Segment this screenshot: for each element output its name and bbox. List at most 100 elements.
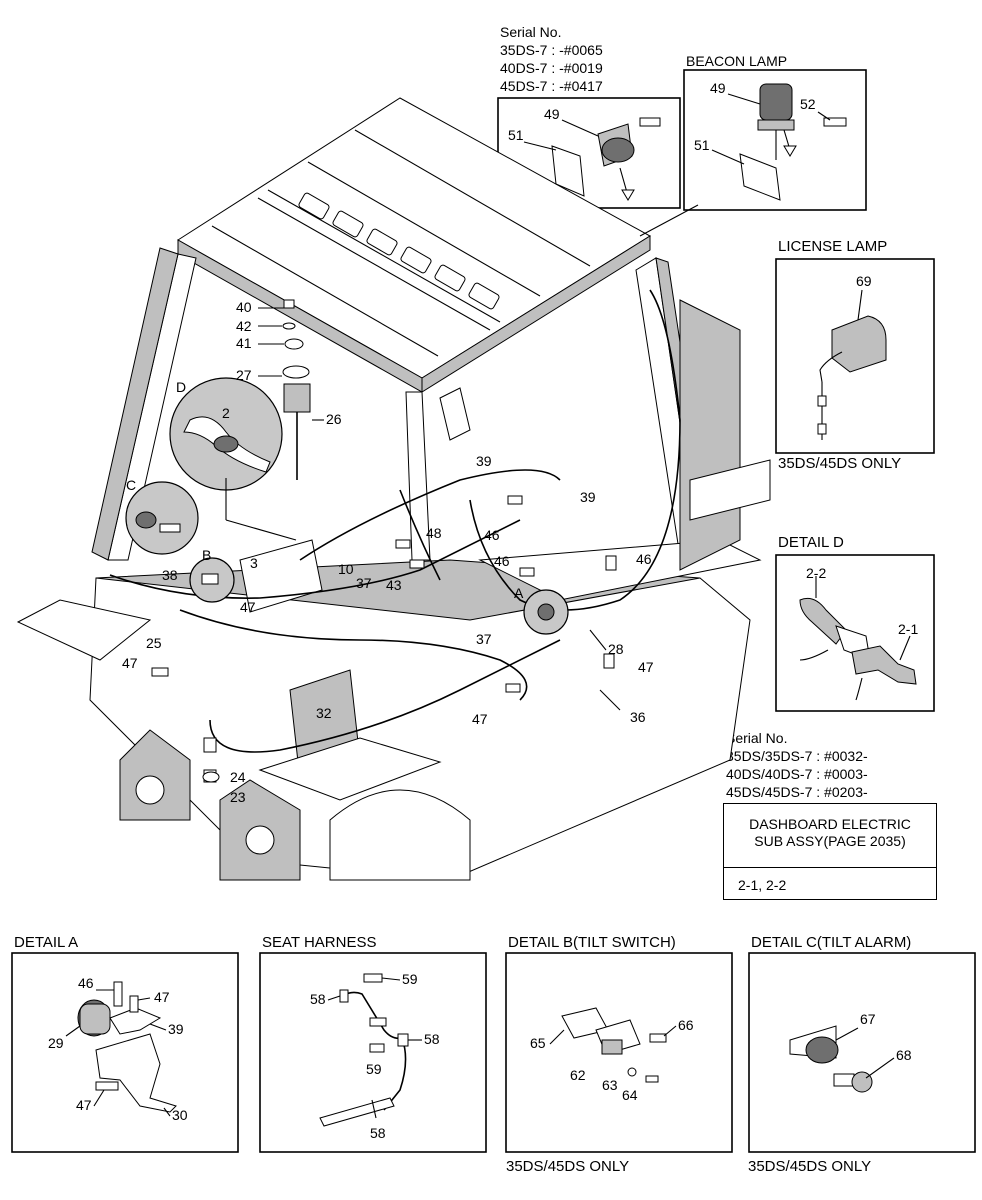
callout-3: 3 (250, 555, 258, 571)
detail-b-note: 35DS/45DS ONLY (506, 1158, 630, 1175)
detail-circle-d (169, 377, 283, 491)
serial-mid-title: Serial No. (726, 730, 788, 746)
license-callout-69: 69 (856, 273, 872, 289)
detail-b-callout-labels: 65 66 62 63 64 (530, 1017, 694, 1103)
detail-b-title: DETAIL B(TILT SWITCH) (508, 934, 676, 951)
callout-46-a: 46 (484, 527, 500, 543)
callout-D: D (176, 379, 186, 395)
serial-callout-labels: 49 51 (508, 106, 560, 143)
inset-leaders (93, 93, 895, 1117)
detail-a-callout-30: 30 (172, 1107, 188, 1123)
detail-d-callout-labels: 2-2 2-1 (806, 565, 918, 637)
detail-circle-a (523, 589, 569, 635)
detail-d-callout-2-2: 2-2 (806, 565, 826, 581)
detail-a-callout-46: 46 (78, 975, 94, 991)
seat-harness-title: SEAT HARNESS (262, 934, 377, 951)
fasteners (151, 495, 617, 783)
main-callout-labels: 40 42 41 27 26 2 D C B A 3 38 10 37 37 4… (122, 299, 654, 805)
detail-d-callout-2-1: 2-1 (898, 621, 918, 637)
callout-10: 10 (338, 561, 354, 577)
dashboard-sub-assy-title: DASHBOARD ELECTRIC SUB ASSY(PAGE 2035) (724, 816, 936, 850)
callout-39-b: 39 (580, 489, 596, 505)
serial-callout-49: 49 (544, 106, 560, 122)
beacon-inset-drawing (739, 83, 847, 201)
license-inset-frame (775, 258, 935, 454)
beacon-lamp-title: BEACON LAMP (686, 53, 788, 69)
callout-43: 43 (386, 577, 402, 593)
detail-a-title: DETAIL A (14, 934, 79, 951)
beacon-callout-52: 52 (800, 96, 816, 112)
callout-2: 2 (222, 405, 230, 421)
serial-mid-line-1: 35DS/35DS-7 : #0032- (726, 748, 868, 764)
callout-36: 36 (630, 709, 646, 725)
callout-32: 32 (316, 705, 332, 721)
seat-callout-58-a: 58 (310, 991, 326, 1007)
dashboard-title-line-1: DASHBOARD ELECTRIC (749, 816, 911, 832)
callout-27: 27 (236, 367, 252, 383)
beacon-callout-51: 51 (694, 137, 710, 153)
detail-b-frame (505, 952, 733, 1153)
dashboard-divider (724, 867, 936, 868)
serial-top-line-2: 40DS-7 : -#0019 (500, 60, 603, 76)
detail-c-callout-labels: 67 68 (860, 1011, 912, 1063)
detail-b-callout-64: 64 (622, 1087, 638, 1103)
detail-c-drawing (789, 1025, 873, 1093)
main-leaders (225, 204, 699, 711)
dashboard-sub-assy-box: DASHBOARD ELECTRIC SUB ASSY(PAGE 2035) 2… (723, 803, 937, 900)
callout-23: 23 (230, 789, 246, 805)
detail-b-callout-62: 62 (570, 1067, 586, 1083)
callout-48: 48 (426, 525, 442, 541)
callout-26: 26 (326, 411, 342, 427)
seat-callout-59-b: 59 (366, 1061, 382, 1077)
detail-circle-c (125, 481, 199, 555)
detail-a-callout-47-a: 47 (154, 989, 170, 1005)
callout-39-a: 39 (476, 453, 492, 469)
serial-top-line-3: 45DS-7 : -#0417 (500, 78, 603, 94)
callout-28: 28 (608, 641, 624, 657)
serial-mid-line-2: 40DS/40DS-7 : #0003- (726, 766, 868, 782)
serial-mid-line-3: 45DS/45DS-7 : #0203- (726, 784, 868, 800)
detail-b-callout-66: 66 (678, 1017, 694, 1033)
callout-B: B (202, 547, 211, 563)
callout-C: C (126, 477, 136, 493)
dashboard-title-line-2: SUB ASSY(PAGE 2035) (754, 833, 906, 849)
callout-47-c: 47 (638, 659, 654, 675)
callout-25: 25 (146, 635, 162, 651)
serial-callout-51: 51 (508, 127, 524, 143)
callout-46-b: 46 (494, 553, 510, 569)
license-lamp-drawing (817, 289, 887, 440)
beacon-callout-labels: 49 52 51 (694, 80, 816, 153)
wiring-harness (109, 289, 681, 753)
serial-inset-drawing (551, 117, 661, 201)
license-lamp-note: 35DS/45DS ONLY (778, 455, 902, 472)
callout-46-c: 46 (636, 551, 652, 567)
detail-c-callout-67: 67 (860, 1011, 876, 1027)
seat-callout-58-c: 58 (370, 1125, 386, 1141)
detail-a-drawing (65, 981, 177, 1113)
seat-callout-59-a: 59 (402, 971, 418, 987)
detail-d-title: DETAIL D (778, 534, 844, 551)
detail-b-drawing (561, 1007, 667, 1083)
callout-47-d: 47 (472, 711, 488, 727)
detail-c-note: 35DS/45DS ONLY (748, 1158, 872, 1175)
seat-harness-drawing (319, 973, 409, 1127)
callout-37-b: 37 (476, 631, 492, 647)
seat-callout-labels: 59 58 58 59 58 (310, 971, 440, 1141)
detail-a-callout-labels: 46 47 29 39 47 30 (48, 975, 188, 1123)
callout-37-a: 37 (356, 575, 372, 591)
detail-a-callout-29: 29 (48, 1035, 64, 1051)
callout-41: 41 (236, 335, 252, 351)
license-callout-labels: 69 (856, 273, 872, 289)
beacon-inset-frame (683, 69, 867, 211)
serial-top-title: Serial No. (500, 24, 562, 40)
callout-42: 42 (236, 318, 252, 334)
detail-a-callout-39: 39 (168, 1021, 184, 1037)
detail-d-drawing (799, 576, 917, 701)
serial-top-line-1: 35DS-7 : -#0065 (500, 42, 603, 58)
license-lamp-title: LICENSE LAMP (778, 238, 888, 255)
seat-harness-frame (259, 952, 487, 1153)
seat-callout-58-b: 58 (424, 1031, 440, 1047)
detail-b-callout-63: 63 (602, 1077, 618, 1093)
detail-circle-b (189, 557, 235, 603)
